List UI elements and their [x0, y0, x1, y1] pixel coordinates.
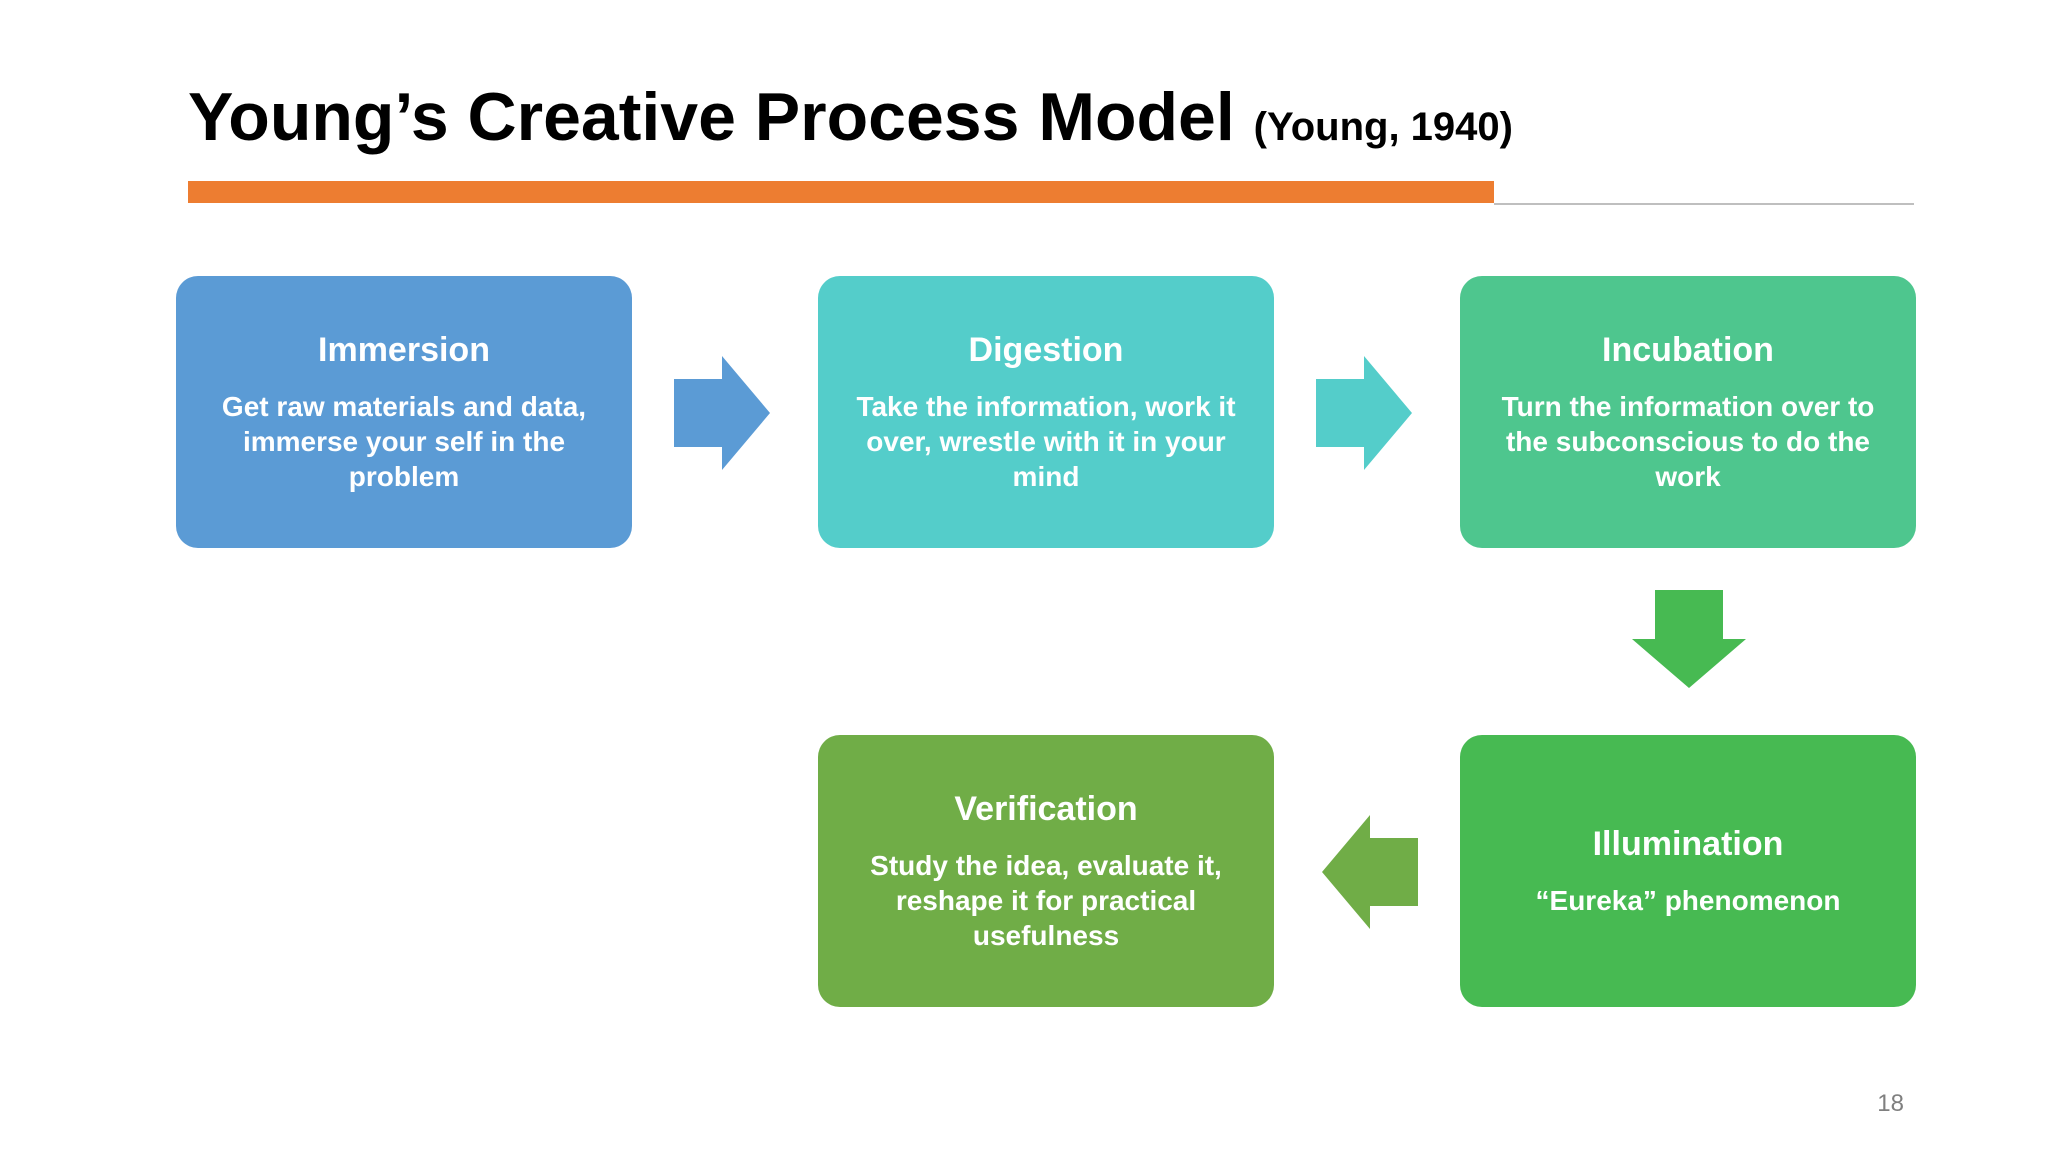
step-verification-title: Verification [954, 790, 1138, 829]
title-divider-line [1494, 203, 1914, 205]
step-digestion-title: Digestion [968, 331, 1124, 370]
step-immersion-title: Immersion [318, 331, 490, 370]
step-illumination-box: Illumination “Eureka” phenomenon [1460, 735, 1916, 1007]
step-digestion-box: Digestion Take the information, work it … [818, 276, 1274, 548]
slide-title: Young’s Creative Process Model (Young, 1… [188, 78, 1513, 156]
step-incubation-title: Incubation [1602, 331, 1774, 370]
arrow-right-icon [674, 356, 770, 470]
step-digestion-text: Take the information, work it over, wres… [856, 390, 1236, 492]
step-immersion-text: Get raw materials and data, immerse your… [221, 390, 587, 492]
slide-citation: (Young, 1940) [1253, 105, 1513, 149]
arrow-down-icon [1632, 590, 1746, 688]
title-accent-rule [188, 181, 1494, 203]
page-number: 18 [1877, 1090, 1904, 1117]
step-illumination-text: “Eureka” phenomenon [1535, 884, 1841, 916]
step-incubation-text: Turn the information over to the subcons… [1501, 390, 1875, 492]
step-verification-box: Verification Study the idea, evaluate it… [818, 735, 1274, 1007]
arrow-right-icon [1316, 356, 1412, 470]
slide-title-text: Young’s Creative Process Model [188, 79, 1235, 155]
step-verification-text: Study the idea, evaluate it, reshape it … [870, 849, 1222, 951]
step-immersion-box: Immersion Get raw materials and data, im… [176, 276, 632, 548]
step-incubation-box: Incubation Turn the information over to … [1460, 276, 1916, 548]
arrow-left-icon [1322, 815, 1418, 929]
step-illumination-title: Illumination [1592, 825, 1784, 864]
